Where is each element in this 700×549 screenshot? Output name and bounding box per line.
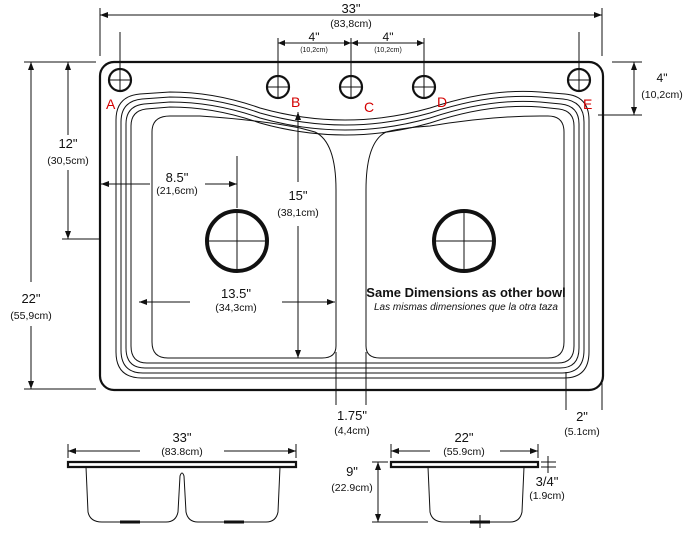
bowl-depth-cm: (38,1cm) bbox=[277, 207, 318, 219]
faucet-holes bbox=[107, 67, 592, 100]
same-dimensions-note: Same Dimensions as other bowl bbox=[366, 285, 565, 300]
hole-label-b: B bbox=[291, 94, 300, 110]
hole-spacing-right-in: 4" bbox=[383, 30, 394, 44]
rim-width-in: 2" bbox=[576, 409, 588, 424]
divider-dimension bbox=[335, 352, 367, 405]
sink-top-view bbox=[98, 60, 605, 392]
drain-offset-in: 8.5" bbox=[166, 170, 189, 185]
hole-a bbox=[107, 67, 133, 93]
divider-width-in: 1.75" bbox=[337, 408, 367, 423]
hole-label-d: D bbox=[437, 94, 447, 110]
bowl-width-in: 13.5" bbox=[221, 286, 251, 301]
side-depth-in: 9" bbox=[346, 464, 358, 479]
front-view bbox=[66, 444, 298, 524]
corner-offset-in: 4" bbox=[657, 71, 668, 85]
flange-in: 3/4" bbox=[536, 474, 559, 489]
overall-depth-in: 22" bbox=[21, 291, 40, 306]
left-height-dimension bbox=[62, 62, 100, 240]
drain-offset-cm: (21,6cm) bbox=[156, 185, 197, 197]
corner-offset-dimension bbox=[598, 61, 642, 116]
sink-outer-edge bbox=[98, 60, 605, 392]
overall-width-dimension bbox=[99, 8, 603, 56]
rim-groove-4 bbox=[130, 105, 575, 364]
hole-c bbox=[338, 74, 364, 100]
hole-b bbox=[265, 74, 291, 100]
overall-depth-dimension bbox=[24, 61, 96, 390]
rim-width-cm: (5.1cm) bbox=[564, 426, 600, 438]
left-height-in: 12" bbox=[58, 136, 77, 151]
hole-spacing-left-in: 4" bbox=[309, 30, 320, 44]
bowl-depth-dimension bbox=[295, 112, 301, 358]
right-bowl bbox=[365, 115, 565, 359]
front-width-cm: (83.8cm) bbox=[161, 446, 202, 458]
hole-spacing-dimension bbox=[277, 38, 425, 76]
bowl-depth-in: 15" bbox=[288, 188, 307, 203]
hole-label-e: E bbox=[583, 96, 592, 112]
hole-label-c: C bbox=[364, 99, 374, 115]
rim-dimension bbox=[565, 372, 603, 410]
rim-groove-3 bbox=[125, 100, 580, 369]
bowl-width-cm: (34,3cm) bbox=[215, 302, 256, 314]
front-width-in: 33" bbox=[172, 430, 191, 445]
side-width-in: 22" bbox=[454, 430, 473, 445]
overall-width-in: 33" bbox=[341, 1, 360, 16]
side-depth-cm: (22.9cm) bbox=[331, 482, 372, 494]
side-view bbox=[372, 444, 556, 528]
hole-spacing-right-cm: (10,2cm) bbox=[374, 47, 402, 54]
hole-e bbox=[566, 67, 592, 93]
hole-spacing-left-cm: (10,2cm) bbox=[300, 47, 328, 54]
side-width-cm: (55.9cm) bbox=[443, 446, 484, 458]
same-dimensions-note-es: Las mismas dimensiones que la otra taza bbox=[374, 302, 558, 313]
rim-groove-2 bbox=[120, 95, 585, 374]
corner-offset-cm: (10,2cm) bbox=[641, 89, 682, 101]
right-drain bbox=[432, 209, 496, 273]
left-height-cm: (30,5cm) bbox=[47, 155, 88, 167]
overall-width-cm: (83,8cm) bbox=[330, 18, 371, 30]
flange-cm: (1.9cm) bbox=[529, 490, 565, 502]
drain-offset-dimension bbox=[101, 156, 238, 208]
bowl-width-dimension bbox=[139, 299, 335, 305]
left-bowl bbox=[151, 115, 337, 359]
hole-label-a: A bbox=[106, 96, 116, 112]
rim-groove-1 bbox=[115, 90, 590, 379]
hole-d bbox=[411, 74, 437, 100]
divider-width-cm: (4,4cm) bbox=[334, 425, 370, 437]
overall-depth-cm: (55,9cm) bbox=[10, 310, 51, 322]
left-drain bbox=[205, 209, 269, 273]
